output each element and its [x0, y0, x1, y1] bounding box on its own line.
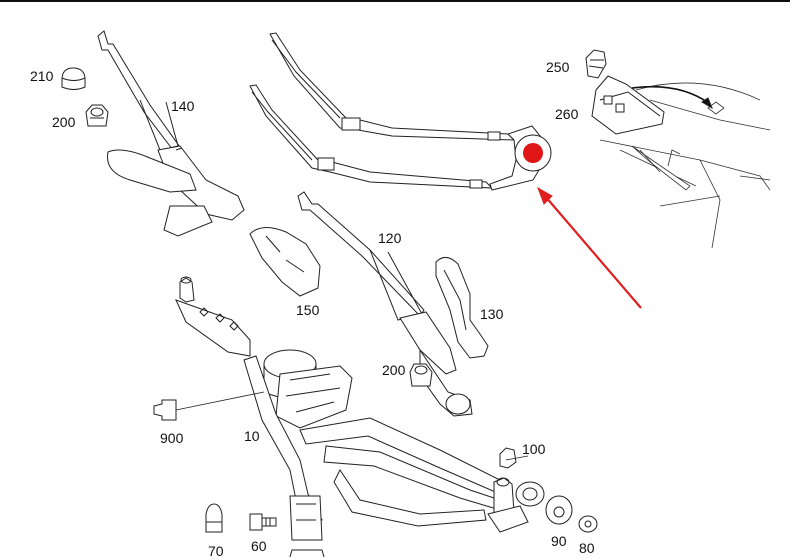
- part-260-cover[interactable]: [591, 75, 665, 135]
- part-bottom-partial[interactable]: [289, 549, 325, 557]
- callout-200-lower: 200: [382, 362, 406, 378]
- part-100-cap[interactable]: [515, 481, 545, 507]
- callout-70: 70: [208, 543, 224, 559]
- part-120-wiper-arm[interactable]: [297, 191, 473, 417]
- callout-100: 100: [522, 441, 546, 457]
- part-210-cap[interactable]: [61, 67, 86, 90]
- callout-260: 260: [555, 106, 579, 122]
- callout-90: 90: [551, 533, 567, 549]
- callout-130: 130: [480, 306, 504, 322]
- callout-150: 150: [296, 302, 320, 318]
- callout-200-upper: 200: [52, 114, 76, 130]
- part-80-washer[interactable]: [578, 515, 598, 533]
- wiper-blade-upper[interactable]: [269, 32, 516, 141]
- vehicle-location-sketch: [599, 82, 771, 249]
- part-130-cover[interactable]: [435, 257, 489, 359]
- part-150-cover[interactable]: [249, 227, 321, 297]
- part-10-wiper-linkage[interactable]: [175, 276, 529, 541]
- part-200-upper-nut[interactable]: [85, 104, 109, 127]
- part-90-washer[interactable]: [545, 495, 573, 525]
- top-border: [0, 0, 790, 2]
- part-200-lower-nut[interactable]: [409, 363, 433, 387]
- blade-connector-highlight[interactable]: [489, 125, 552, 191]
- part-900-connector[interactable]: [153, 391, 265, 421]
- callout-210: 210: [30, 68, 54, 84]
- location-arrow: [631, 85, 714, 110]
- callout-900: 900: [160, 430, 184, 446]
- part-70-grommet[interactable]: [205, 503, 223, 533]
- red-pointer-arrow: [537, 186, 642, 309]
- callout-80: 80: [579, 540, 595, 556]
- part-140-wiper-arm[interactable]: [97, 30, 245, 237]
- part-250-clip[interactable]: [585, 49, 607, 79]
- callout-10: 10: [244, 428, 260, 444]
- callout-250: 250: [546, 59, 570, 75]
- callout-120: 120: [378, 230, 402, 246]
- callout-140: 140: [171, 98, 195, 114]
- wiper-blade-lower[interactable]: [249, 84, 494, 189]
- callout-60: 60: [251, 538, 267, 554]
- part-100-nut[interactable]: [499, 447, 529, 469]
- part-60-bolt[interactable]: [249, 513, 277, 531]
